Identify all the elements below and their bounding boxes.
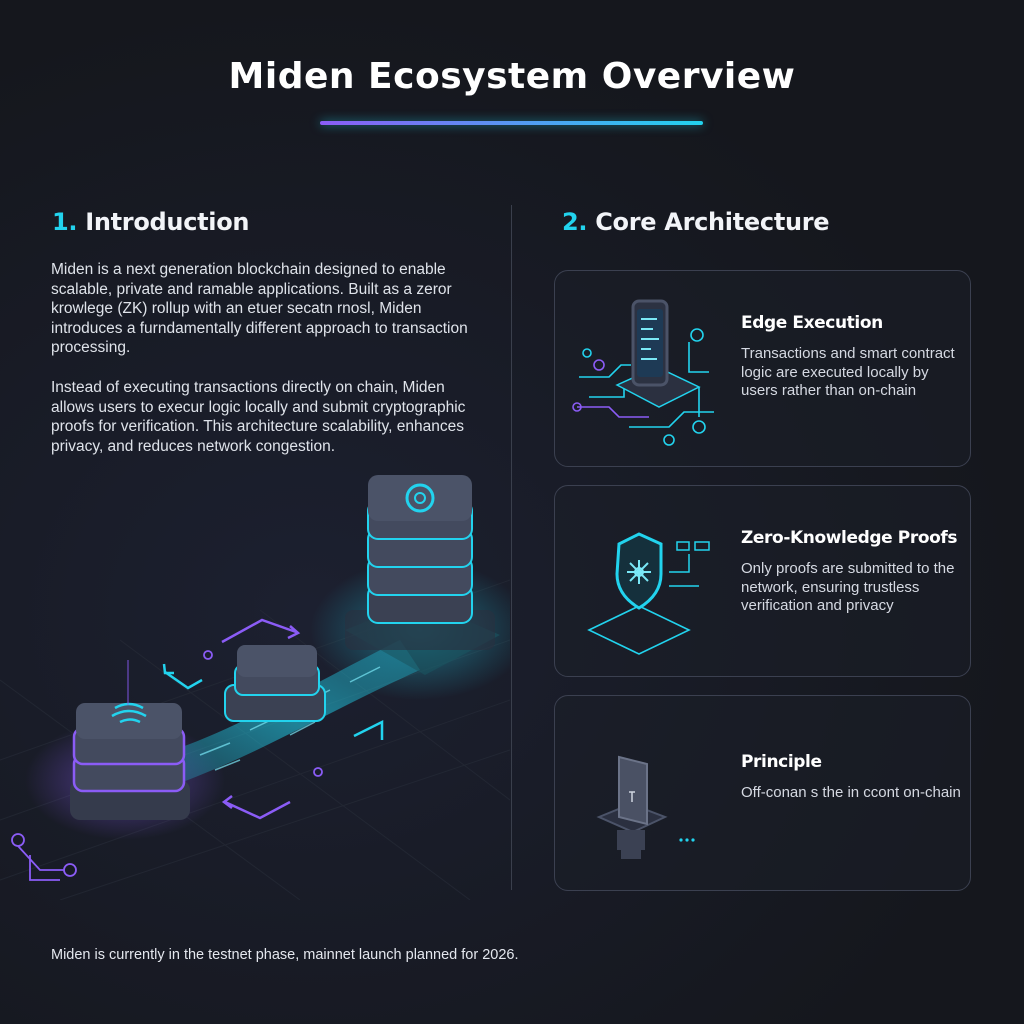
blockchain-pipeline-illustration [0, 475, 510, 900]
introduction-number: 1. [52, 208, 78, 236]
introduction-paragraph-2: Instead of executing transactions direct… [51, 379, 466, 455]
card-title: Principle [741, 752, 822, 772]
introduction-heading-text: Introduction [85, 208, 250, 236]
principle-card: Principle Off-conan s the in ccont on-ch… [554, 695, 971, 891]
title-underline [320, 121, 703, 125]
edge-execution-card: Edge Execution Transactions and smart co… [554, 270, 971, 467]
phone-circuit-icon [572, 299, 714, 446]
card-title: Edge Execution [741, 313, 883, 333]
card-description: Only proofs are submitted to the network… [741, 560, 955, 614]
shield-icon [587, 532, 710, 655]
architecture-heading: 2.Core Architecture [562, 208, 830, 236]
architecture-heading-text: Core Architecture [595, 208, 830, 236]
introduction-heading: 1.Introduction [52, 208, 250, 236]
footer-note: Miden is currently in the testnet phase,… [51, 947, 519, 963]
zero-knowledge-proofs-card: Zero-Knowledge Proofs Only proofs are su… [554, 485, 971, 677]
section-divider [511, 205, 512, 890]
card-description: Off-conan s the in ccont on-chain [741, 784, 961, 801]
card-description: Transactions and smart contract logic ar… [741, 345, 955, 399]
page-title: Miden Ecosystem Overview [228, 56, 796, 97]
architecture-number: 2. [562, 208, 588, 236]
card-title: Zero-Knowledge Proofs [741, 528, 958, 548]
pedestal-icon [596, 755, 695, 859]
introduction-paragraph-1: Miden is a next generation blockchain de… [51, 261, 468, 356]
